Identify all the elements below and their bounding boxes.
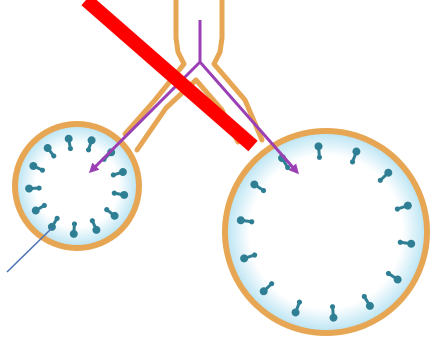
surfactant-foot <box>55 216 60 221</box>
surfactant-foot <box>40 168 45 173</box>
surfactant-head <box>70 230 78 238</box>
surfactant-foot <box>330 304 335 309</box>
surfactant-head <box>237 216 245 224</box>
surfactant-foot <box>51 153 56 158</box>
surfactant-head <box>394 276 402 284</box>
surfactant-head <box>25 185 33 193</box>
surfactant-head <box>240 254 248 262</box>
surfactant-foot <box>90 218 95 223</box>
surfactant-head <box>119 168 127 176</box>
surfactant-head <box>44 144 52 152</box>
surfactant-head <box>407 240 415 248</box>
surfactant-foot <box>42 203 47 208</box>
surfactant-foot <box>350 159 355 164</box>
surfactant-foot <box>395 206 400 211</box>
surfactant-foot <box>104 207 109 212</box>
surfactant-foot <box>112 191 117 196</box>
surfactant-head <box>315 142 323 150</box>
surfactant-foot <box>378 178 383 183</box>
surfactant-head <box>292 308 300 316</box>
surfactant-head <box>250 180 258 188</box>
surfactant-foot <box>249 219 254 224</box>
large-alveolus <box>222 128 430 336</box>
surfactant-foot <box>269 281 274 286</box>
surfactant-foot <box>68 146 73 151</box>
surfactant-head <box>329 314 337 322</box>
surfactant-head <box>65 135 73 143</box>
surfactant-head <box>48 223 56 231</box>
surfactant-head <box>352 148 360 156</box>
surfactant-head <box>111 212 119 220</box>
surfactant-head <box>29 162 37 170</box>
surfactant-foot <box>72 221 77 226</box>
surfactant-head <box>384 169 392 177</box>
surfactant-head <box>32 207 40 215</box>
surfactant-foot <box>398 240 403 245</box>
surfactant-foot <box>36 185 41 190</box>
surfactant-foot <box>111 172 116 177</box>
red-slash-annotation <box>86 0 253 146</box>
surfactant-head <box>120 191 128 199</box>
large-alveolus-lining <box>228 134 424 330</box>
surfactant-head <box>404 202 412 210</box>
surfactant-foot <box>386 271 391 276</box>
surfactant-head <box>88 136 96 144</box>
surfactant-head <box>260 287 268 295</box>
pointer-line <box>7 228 52 272</box>
surfactant-head <box>92 226 100 234</box>
surfactant-foot <box>261 188 266 193</box>
surfactant-foot <box>86 147 91 152</box>
surfactant-foot <box>297 300 302 305</box>
surfactant-foot <box>362 294 367 299</box>
surfactant-foot <box>252 252 257 257</box>
surfactant-foot <box>317 155 322 160</box>
surfactant-head <box>366 302 374 310</box>
